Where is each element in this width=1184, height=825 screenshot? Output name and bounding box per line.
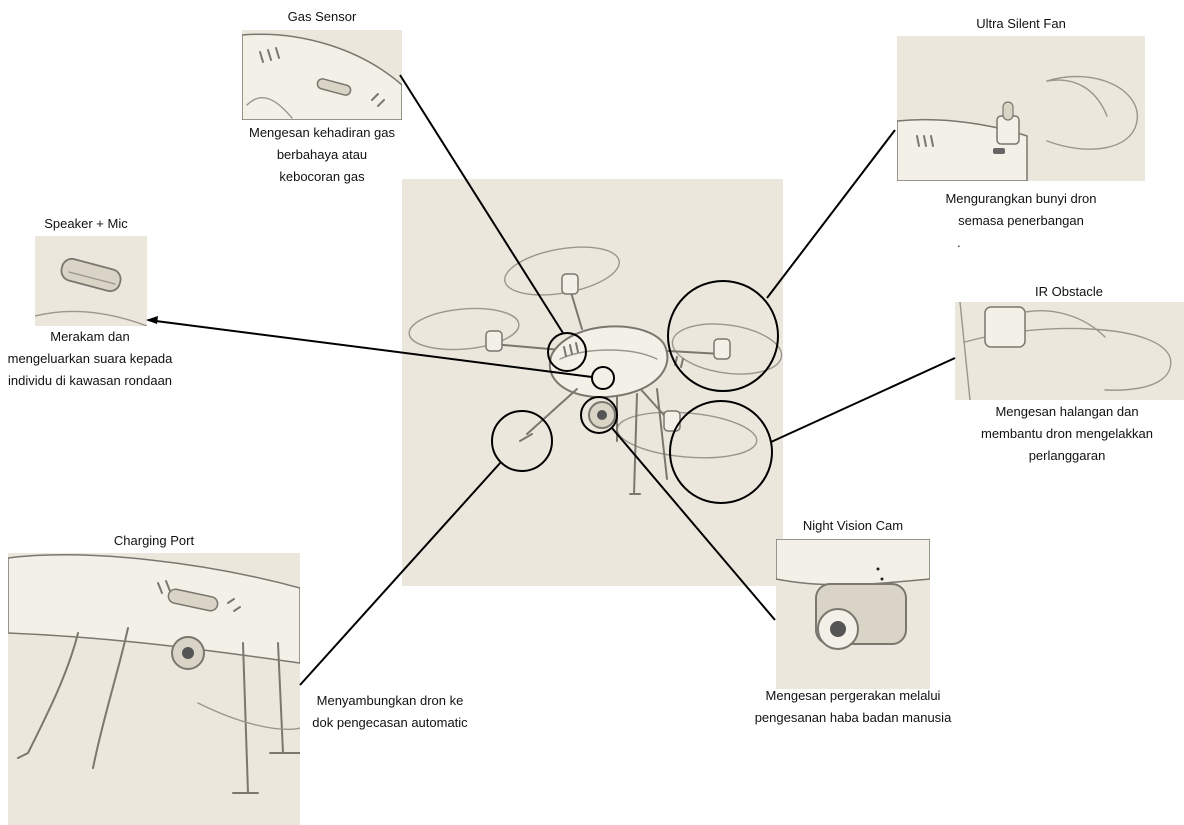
connector-ultra-silent-fan — [767, 130, 895, 298]
ultra-silent-fan-title: Ultra Silent Fan — [897, 16, 1145, 31]
description-line: pengesanan haba badan manusia — [730, 707, 976, 729]
quadcopter-drone-icon — [402, 179, 783, 586]
ir-sensor-icon — [955, 302, 1184, 400]
drone-main-image — [402, 179, 783, 586]
speaker-mic-description: Merakam dan mengeluarkan suara kepada in… — [0, 326, 180, 392]
description-line: kebocoran gas — [222, 166, 422, 188]
description-line: perlanggaran — [950, 445, 1184, 467]
night-vision-camera-icon — [776, 539, 930, 689]
night-vision-cam-title: Night Vision Cam — [776, 518, 930, 533]
ir-obstacle-image — [955, 302, 1184, 400]
charging-port-title: Charging Port — [8, 533, 300, 548]
description-line: Mengesan pergerakan melalui — [730, 685, 976, 707]
gas-sensor-title: Gas Sensor — [242, 9, 402, 24]
gas-sensor-image — [242, 30, 402, 120]
speaker-mic-image — [35, 236, 147, 326]
description-line: Mengesan halangan dan — [950, 401, 1184, 423]
night-vision-cam-description: Mengesan pergerakan melalui pengesanan h… — [730, 685, 976, 729]
gas-sensor-icon — [242, 30, 402, 120]
charging-port-icon — [8, 553, 300, 825]
arrowhead-icon — [146, 316, 158, 324]
speaker-grille-icon — [35, 236, 147, 326]
ir-obstacle-description: Mengesan halangan dan membantu dron meng… — [950, 401, 1184, 467]
propeller-guard-icon — [897, 36, 1145, 181]
description-line: . — [891, 232, 1151, 254]
description-line: dok pengecasan automatic — [300, 712, 480, 734]
night-vision-cam-image — [776, 539, 930, 689]
description-line: berbahaya atau — [222, 144, 422, 166]
gas-sensor-description: Mengesan kehadiran gas berbahaya atau ke… — [222, 122, 422, 188]
ir-obstacle-title: IR Obstacle — [955, 284, 1183, 299]
description-line: mengeluarkan suara kepada — [0, 348, 180, 370]
description-line: membantu dron mengelakkan — [950, 423, 1184, 445]
description-line: Merakam dan — [0, 326, 180, 348]
charging-port-description: Menyambungkan dron ke dok pengecasan aut… — [300, 690, 480, 734]
description-line: Mengurangkan bunyi dron — [891, 188, 1151, 210]
speaker-mic-title: Speaker + Mic — [16, 216, 156, 231]
description-line: Mengesan kehadiran gas — [222, 122, 422, 144]
description-line: Menyambungkan dron ke — [300, 690, 480, 712]
ultra-silent-fan-image — [897, 36, 1145, 181]
charging-port-image — [8, 553, 300, 825]
ultra-silent-fan-description: Mengurangkan bunyi dron semasa penerbang… — [891, 188, 1151, 254]
description-line: individu di kawasan rondaan — [0, 370, 180, 392]
connector-ir-obstacle — [771, 358, 955, 442]
description-line: semasa penerbangan — [891, 210, 1151, 232]
